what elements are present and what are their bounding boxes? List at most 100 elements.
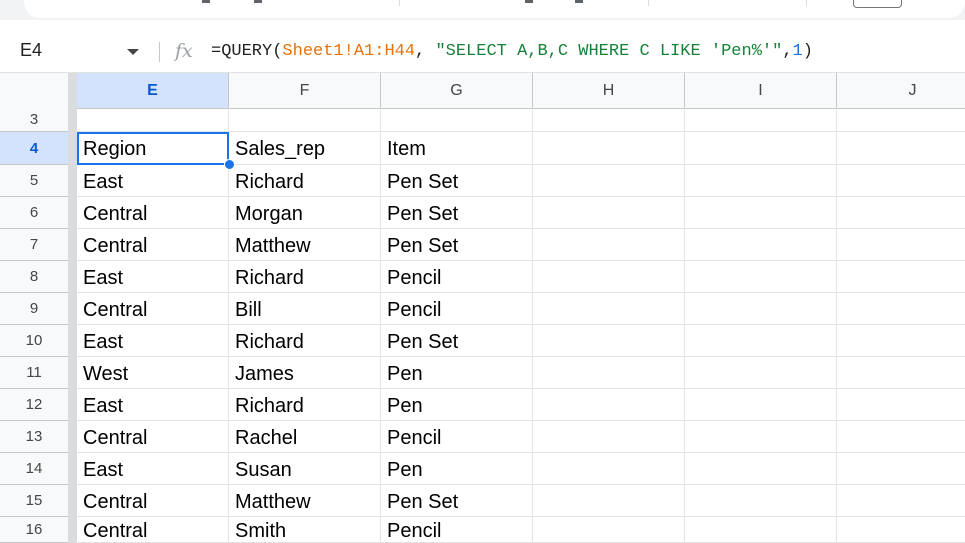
cell-e14[interactable]: East [77, 453, 229, 485]
cell-f11[interactable]: James [229, 357, 381, 389]
cell-h11[interactable] [533, 357, 685, 389]
cell-i3[interactable] [685, 108, 837, 132]
formula-input[interactable]: =QUERY(Sheet1!A1:H44, "SELECT A,B,C WHER… [211, 42, 813, 61]
cell-j16[interactable] [837, 517, 965, 543]
cell-i14[interactable] [685, 453, 837, 485]
row-header-8[interactable]: 8 [0, 261, 68, 293]
toolbar-icon-stub[interactable] [525, 0, 533, 3]
column-header-f[interactable]: F [229, 73, 381, 108]
column-header-i[interactable]: I [685, 73, 837, 108]
cell-e12[interactable]: East [77, 389, 229, 421]
cell-i16[interactable] [685, 517, 837, 543]
cell-g5[interactable]: Pen Set [381, 165, 533, 197]
column-header-g[interactable]: G [381, 73, 533, 108]
cell-f13[interactable]: Rachel [229, 421, 381, 453]
cell-g13[interactable]: Pencil [381, 421, 533, 453]
cell-f14[interactable]: Susan [229, 453, 381, 485]
cell-j7[interactable] [837, 229, 965, 261]
cell-f8[interactable]: Richard [229, 261, 381, 293]
name-box[interactable]: E4 [0, 20, 158, 72]
row-header-6[interactable]: 6 [0, 197, 68, 229]
cell-j4[interactable] [837, 132, 965, 165]
select-all-corner[interactable] [0, 73, 68, 108]
cell-e16[interactable]: Central [77, 517, 229, 543]
cell-e11[interactable]: West [77, 357, 229, 389]
cell-f5[interactable]: Richard [229, 165, 381, 197]
row-header-4[interactable]: 4 [0, 132, 68, 165]
cell-i15[interactable] [685, 485, 837, 517]
cell-j6[interactable] [837, 197, 965, 229]
cell-e13[interactable]: Central [77, 421, 229, 453]
cell-j14[interactable] [837, 453, 965, 485]
cell-h13[interactable] [533, 421, 685, 453]
cell-e8[interactable]: East [77, 261, 229, 293]
cell-j9[interactable] [837, 293, 965, 325]
cell-g14[interactable]: Pen [381, 453, 533, 485]
row-header-13[interactable]: 13 [0, 421, 68, 453]
cell-h12[interactable] [533, 389, 685, 421]
cell-g9[interactable]: Pencil [381, 293, 533, 325]
cell-i10[interactable] [685, 325, 837, 357]
chevron-down-icon[interactable] [127, 49, 139, 55]
cell-h7[interactable] [533, 229, 685, 261]
cell-h3[interactable] [533, 108, 685, 132]
cell-e5[interactable]: East [77, 165, 229, 197]
cell-i8[interactable] [685, 261, 837, 293]
row-header-10[interactable]: 10 [0, 325, 68, 357]
cell-g15[interactable]: Pen Set [381, 485, 533, 517]
toolbar-button[interactable] [853, 0, 902, 8]
cell-f9[interactable]: Bill [229, 293, 381, 325]
row-header-12[interactable]: 12 [0, 389, 68, 421]
cell-g3[interactable] [381, 108, 533, 132]
cell-f7[interactable]: Matthew [229, 229, 381, 261]
row-header-16[interactable]: 16 [0, 517, 68, 543]
row-header-11[interactable]: 11 [0, 357, 68, 389]
cell-j8[interactable] [837, 261, 965, 293]
cell-g11[interactable]: Pen [381, 357, 533, 389]
row-header-3[interactable]: 3 [0, 108, 68, 132]
cell-h9[interactable] [533, 293, 685, 325]
cell-h14[interactable] [533, 453, 685, 485]
row-header-5[interactable]: 5 [0, 165, 68, 197]
cell-e15[interactable]: Central [77, 485, 229, 517]
cell-f12[interactable]: Richard [229, 389, 381, 421]
row-header-7[interactable]: 7 [0, 229, 68, 261]
cell-g7[interactable]: Pen Set [381, 229, 533, 261]
row-header-15[interactable]: 15 [0, 485, 68, 517]
cell-g6[interactable]: Pen Set [381, 197, 533, 229]
row-header-14[interactable]: 14 [0, 453, 68, 485]
cell-i9[interactable] [685, 293, 837, 325]
cell-h4[interactable] [533, 132, 685, 165]
cell-f10[interactable]: Richard [229, 325, 381, 357]
toolbar-icon-stub[interactable] [575, 0, 583, 3]
cell-j3[interactable] [837, 108, 965, 132]
column-header-e[interactable]: E [77, 73, 229, 108]
cell-j11[interactable] [837, 357, 965, 389]
cell-i11[interactable] [685, 357, 837, 389]
cell-i7[interactable] [685, 229, 837, 261]
cell-e10[interactable]: East [77, 325, 229, 357]
cell-j5[interactable] [837, 165, 965, 197]
cell-j15[interactable] [837, 485, 965, 517]
cell-f15[interactable]: Matthew [229, 485, 381, 517]
cell-e9[interactable]: Central [77, 293, 229, 325]
cell-i5[interactable] [685, 165, 837, 197]
cell-i12[interactable] [685, 389, 837, 421]
toolbar-icon-stub[interactable] [202, 0, 210, 3]
cell-e4[interactable]: Region [77, 132, 229, 165]
cell-h6[interactable] [533, 197, 685, 229]
cell-f6[interactable]: Morgan [229, 197, 381, 229]
cell-g16[interactable]: Pencil [381, 517, 533, 543]
cell-h5[interactable] [533, 165, 685, 197]
cell-f3[interactable] [229, 108, 381, 132]
cell-j13[interactable] [837, 421, 965, 453]
cell-j12[interactable] [837, 389, 965, 421]
column-header-j[interactable]: J [837, 73, 965, 108]
toolbar-icon-stub[interactable] [254, 0, 262, 3]
cell-f4[interactable]: Sales_rep [229, 132, 381, 165]
cell-g10[interactable]: Pen Set [381, 325, 533, 357]
column-header-h[interactable]: H [533, 73, 685, 108]
cell-g12[interactable]: Pen [381, 389, 533, 421]
fill-handle[interactable] [224, 159, 235, 170]
cell-f16[interactable]: Smith [229, 517, 381, 543]
